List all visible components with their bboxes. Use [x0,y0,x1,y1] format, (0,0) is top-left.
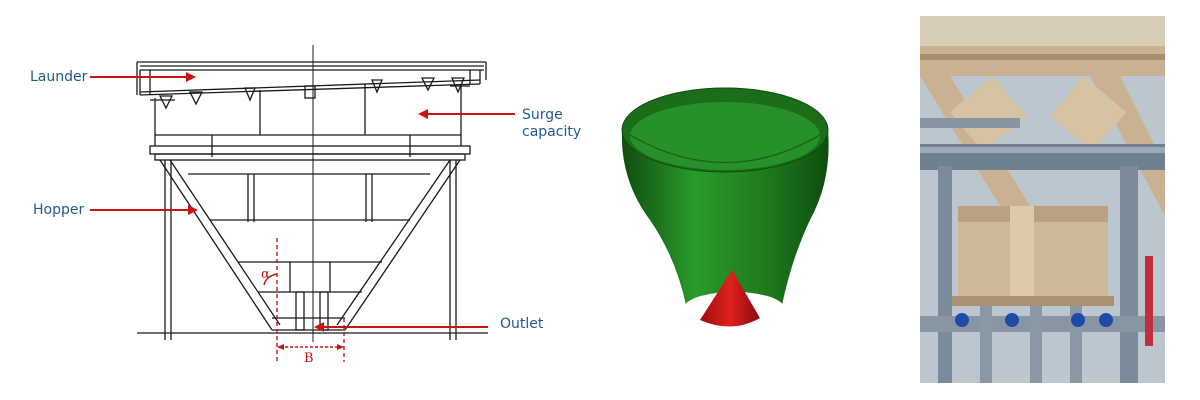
cone-insert [700,270,760,327]
photo-upper-pipe [920,118,1020,128]
hopper-arrowhead [188,205,198,215]
surge-label-line2: capacity [522,124,582,140]
hopper-3d-render [621,87,829,327]
hopper-inner-band [629,134,821,164]
photo-valve-1 [955,313,969,327]
hopper-label: Hopper [33,202,85,218]
photo-valve-2 [1005,313,1019,327]
photo-left-pipe [938,166,952,383]
surge-label-line1: Surge [522,107,563,123]
outlet-arrowhead [314,322,324,332]
surge-arrowhead [418,109,428,119]
drawing-structure [136,45,488,342]
photo-right-pipe [1120,166,1138,383]
callout-arrows [90,76,515,328]
launder-arrowhead [186,72,196,82]
outlet-label: Outlet [500,316,544,332]
b-dimension-arrow-left [277,344,284,350]
photo-right-gusset [1049,76,1127,152]
hopper-shell [621,130,829,305]
photo-top-beam [920,46,1165,76]
hopper-interior [630,102,820,170]
photo-valve-4 [1099,313,1113,327]
dimension-markers [263,238,345,362]
alpha-symbol: α [261,267,270,282]
installation-photo [920,16,1165,383]
b-dimension-label: B [304,351,314,366]
b-dimension-arrow-right [337,344,344,350]
launder-label: Launder [30,69,88,85]
engineering-drawing: α B [90,45,515,366]
photo-valve-3 [1071,313,1085,327]
surge-capacity-label: Surge capacity [522,107,581,141]
photo-left-gusset [949,76,1027,152]
